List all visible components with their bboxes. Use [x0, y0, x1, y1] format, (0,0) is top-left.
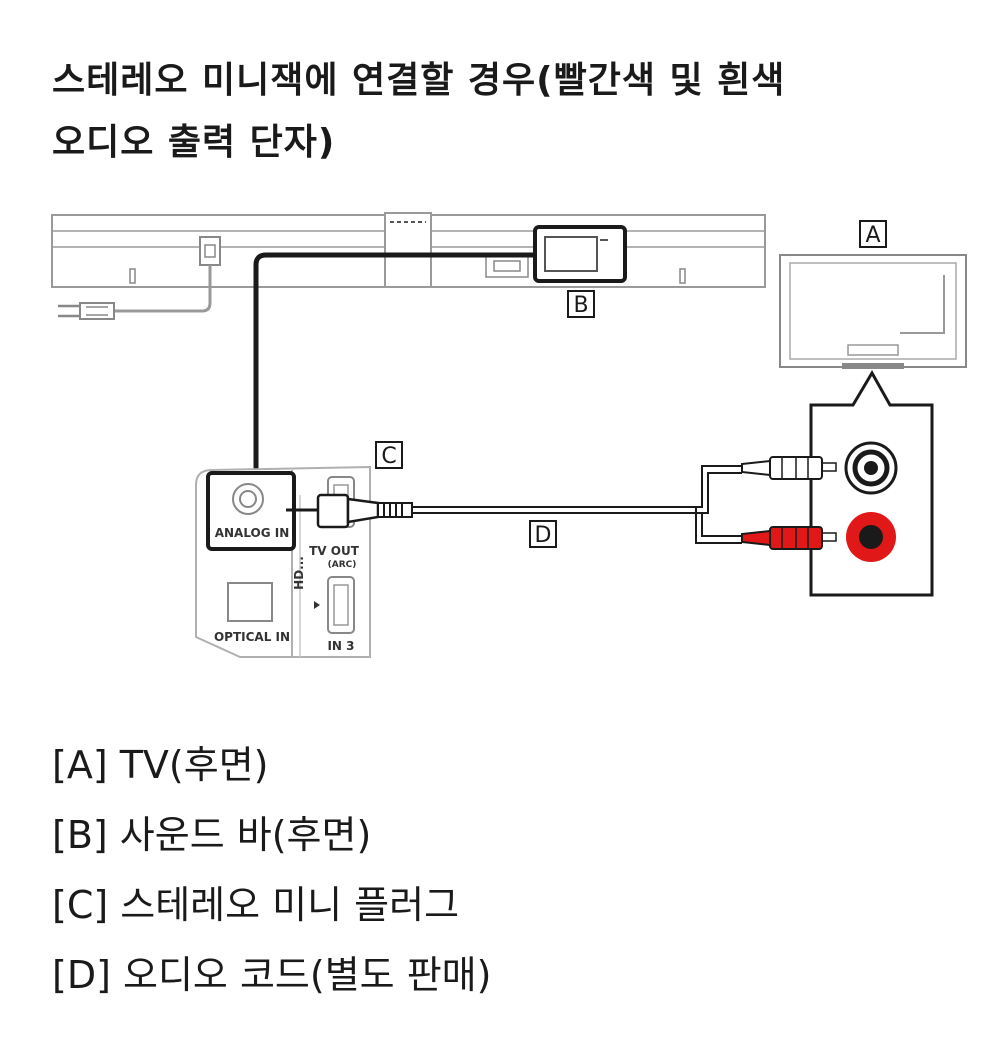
- arc-label: (ARC): [328, 560, 357, 570]
- legend-list: [A] TV(후면) [B] 사운드 바(후면) [C] 스테레오 미니 플러그…: [52, 730, 491, 1010]
- tv-audio-out-panel: [809, 370, 934, 597]
- label-a: A: [865, 223, 880, 248]
- legend-item-b: [B] 사운드 바(후면): [52, 813, 372, 857]
- legend-item-a: [A] TV(후면): [52, 743, 269, 787]
- stereo-mini-plug: [286, 493, 413, 529]
- title-line-1: 스테레오 미니잭에 연결할 경우(빨간색 및 흰색: [52, 60, 786, 101]
- analog-in-highlight: ANALOG IN: [206, 471, 296, 551]
- analog-in-label: ANALOG IN: [215, 526, 290, 540]
- sound-bar-port-highlight: [533, 225, 627, 283]
- label-d: D: [535, 523, 552, 548]
- tv-out-label: TV OUT: [309, 544, 360, 558]
- label-d-box: D: [529, 520, 557, 548]
- label-c-box: C: [375, 441, 403, 469]
- page-title: 스테레오 미니잭에 연결할 경우(빨간색 및 흰색 오디오 출력 단자): [52, 50, 785, 174]
- legend-item-d: [D] 오디오 코드(별도 판매): [52, 953, 492, 997]
- legend-item-c: [C] 스테레오 미니 플러그: [52, 883, 460, 927]
- in3-label: IN 3: [327, 639, 354, 653]
- title-line-2: 오디오 출력 단자): [52, 122, 336, 163]
- sound-bar-rear: [51, 212, 766, 288]
- connection-diagram: B A: [51, 212, 967, 658]
- label-b-box: B: [567, 290, 595, 318]
- audio-cable: [412, 465, 742, 544]
- tv-rear: [779, 254, 967, 369]
- label-c: C: [381, 444, 396, 469]
- label-a-box: A: [859, 220, 887, 248]
- optical-in-label: OPTICAL IN: [214, 630, 290, 644]
- power-cord: [58, 265, 212, 320]
- red-rca-plug: [741, 526, 837, 550]
- white-rca-plug: [741, 456, 837, 480]
- hdmi-label: HD...: [292, 556, 306, 590]
- sound-bar-cable: [253, 252, 536, 475]
- label-b: B: [573, 293, 588, 318]
